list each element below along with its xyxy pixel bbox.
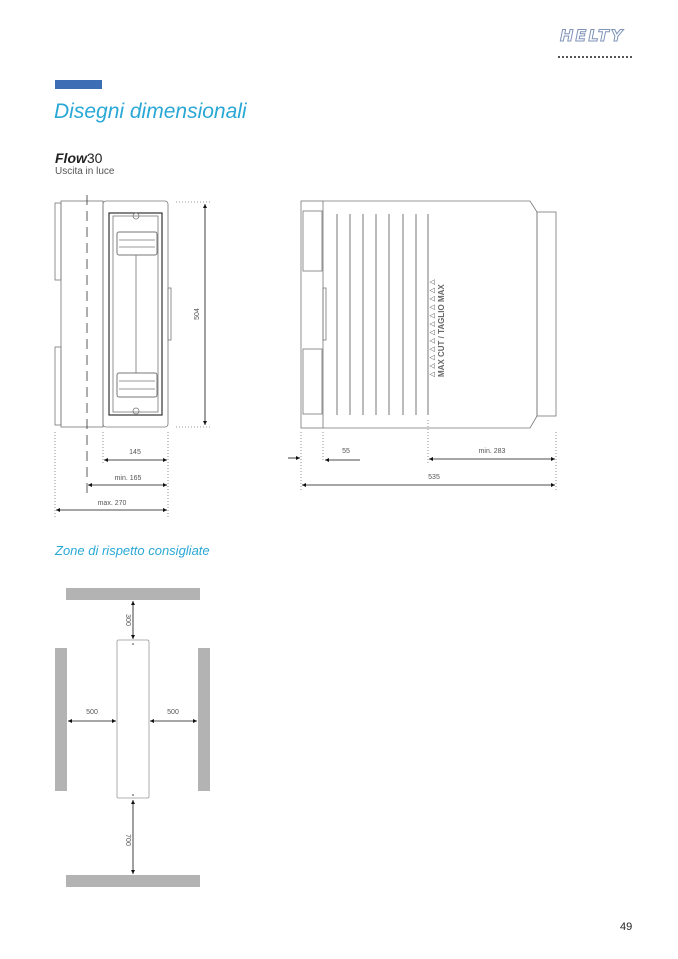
- clearance-diagram: [55, 588, 210, 887]
- wall-top: [66, 588, 200, 600]
- dim-145-label: 145: [129, 449, 141, 456]
- wall-bottom: [66, 875, 200, 887]
- zone-top-label: 300: [124, 614, 131, 626]
- wall-right: [198, 648, 210, 791]
- page-title: Disegni dimensionali: [54, 100, 247, 123]
- dim-min165-label: min. 165: [115, 475, 142, 482]
- section-accent-bar: [55, 80, 102, 89]
- max-cut-label: MAX CUT / TAGLIO MAX: [437, 284, 446, 377]
- dim-max270-label: max. 270: [98, 500, 127, 507]
- logo-divider: [558, 56, 632, 58]
- page-number: 49: [620, 921, 633, 933]
- product-name-bold: Flow: [55, 150, 87, 166]
- unit-outline: [116, 639, 150, 799]
- product-name: Flow30: [55, 150, 102, 166]
- front-view-drawing: [54, 195, 210, 518]
- dim-535-label: 535: [428, 474, 440, 481]
- product-subtitle: Uscita in luce: [55, 166, 115, 177]
- helty-logo: HELTY: [559, 26, 625, 46]
- zone-bottom-label: 700: [124, 834, 131, 846]
- product-name-number: 30: [86, 150, 103, 166]
- dim-55-label: 55: [342, 448, 350, 455]
- zone-right-label: 500: [167, 709, 179, 716]
- zone-left-label: 500: [86, 709, 98, 716]
- wall-left: [55, 648, 67, 791]
- max-cut-triangles: △△△△△△△△△△△△: [429, 276, 436, 377]
- dim-height-label: 504: [194, 308, 201, 320]
- dim-min283-label: min. 283: [479, 448, 506, 455]
- zones-title: Zone di rispetto consigliate: [55, 543, 210, 558]
- side-view-drawing: [288, 200, 557, 492]
